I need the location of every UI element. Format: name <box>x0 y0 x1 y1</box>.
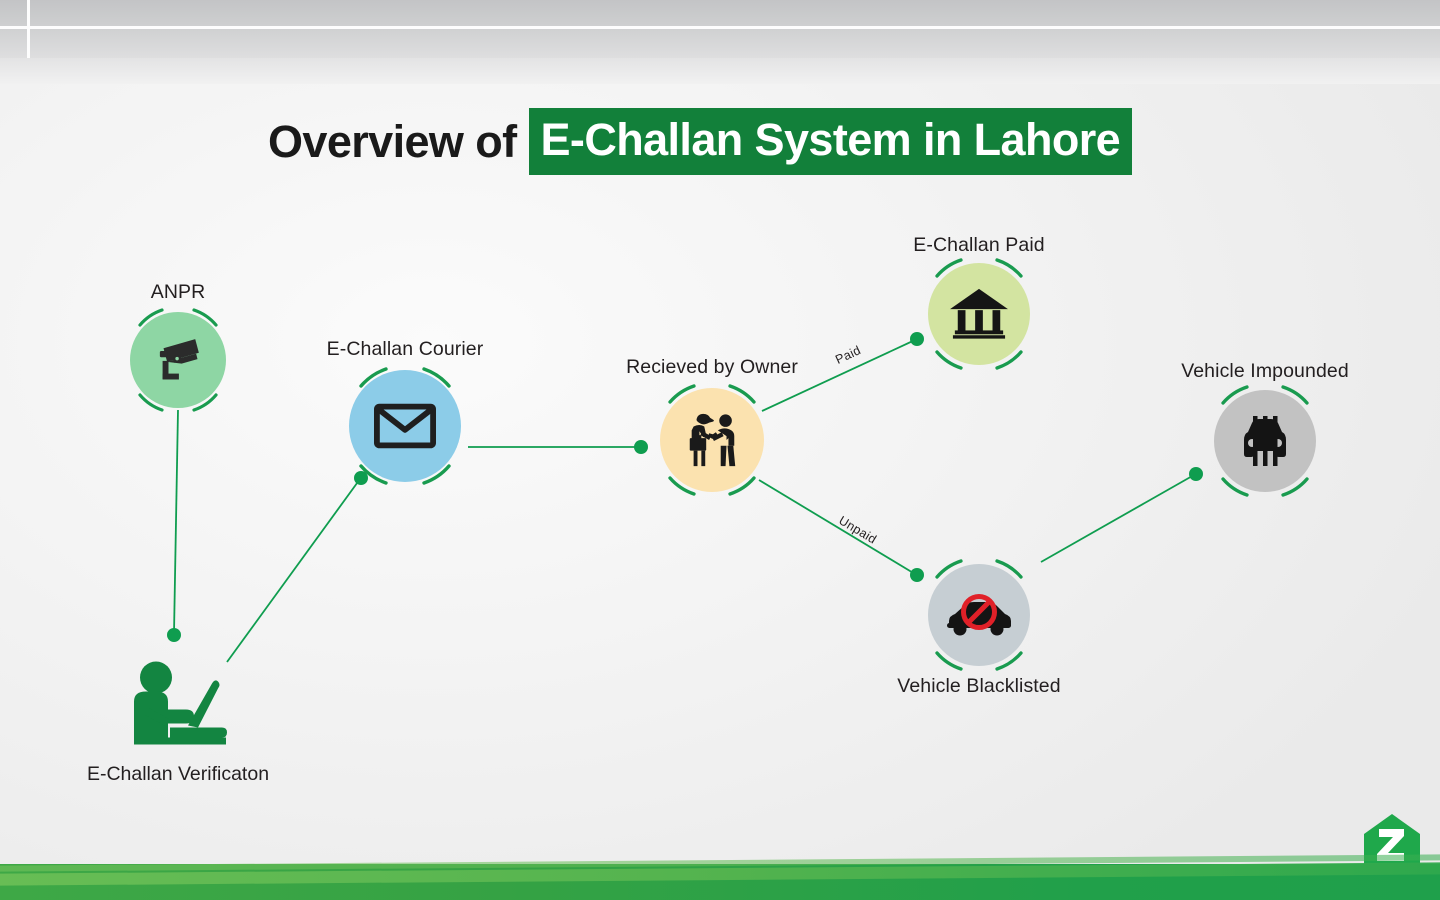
top-decorative-band <box>0 0 1440 58</box>
edge-dot-courier <box>354 471 368 485</box>
node-label-received: Recieved by Owner <box>626 356 798 378</box>
node-label-anpr: ANPR <box>150 281 206 303</box>
node-label-paid: E-Challan Paid <box>913 234 1045 256</box>
cctv-camera-icon <box>159 339 199 380</box>
node-circle-paid <box>928 263 1030 365</box>
edge-dot-blacklisted <box>910 568 924 582</box>
node-circle-anpr <box>130 312 226 408</box>
top-band-horizontal-rule <box>0 26 1440 29</box>
car-behind-bars-icon <box>1244 416 1286 466</box>
node-label-impounded: Vehicle Impounded <box>1181 360 1349 382</box>
edge-blacklisted-impounded <box>1040 474 1195 563</box>
edge-dot-verification <box>167 628 181 642</box>
title-highlight-text: E-Challan System in Lahore <box>528 108 1133 175</box>
node-circle-blacklisted <box>928 564 1030 666</box>
title-plain-text: Overview of <box>268 115 517 167</box>
edge-received-paid <box>761 339 916 412</box>
top-band-fade <box>0 58 1440 84</box>
node-circle-impounded <box>1214 390 1316 492</box>
edge-anpr-verification <box>173 409 179 634</box>
node-circle-courier <box>349 370 461 482</box>
page-title: Overview of E-Challan System in Lahore <box>268 108 1133 175</box>
bottom-decorative-band <box>0 854 1440 900</box>
node-label-courier: E-Challan Courier <box>326 338 484 360</box>
node-circle-received <box>660 388 764 492</box>
edge-verification-courier <box>226 478 361 663</box>
edge-dot-received <box>634 440 648 454</box>
node-label-blacklisted: Vehicle Blacklisted <box>897 675 1061 697</box>
person-at-laptop-icon <box>118 660 238 761</box>
node-label-verification: E-Challan Verificaton <box>86 763 270 785</box>
car-prohibited-icon <box>947 594 1011 636</box>
edge-dot-paid <box>910 332 924 346</box>
handshake-document-icon <box>689 413 736 467</box>
top-band-vertical-rule <box>27 0 30 58</box>
envelope-icon <box>374 403 436 449</box>
edge-received-blacklisted <box>758 479 916 575</box>
edge-dot-impounded <box>1189 467 1203 481</box>
bank-building-icon <box>950 288 1008 339</box>
